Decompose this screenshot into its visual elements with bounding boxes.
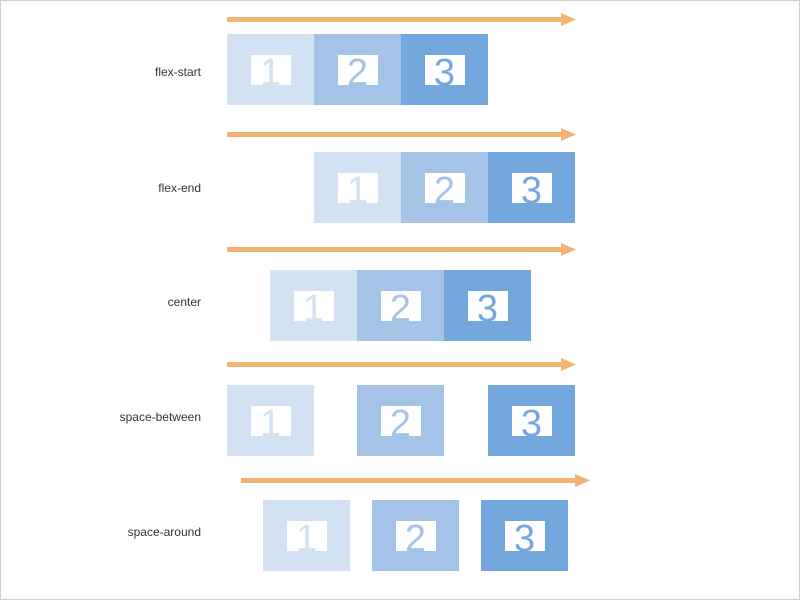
item-number: 1 bbox=[259, 51, 282, 94]
item-number: 3 bbox=[513, 517, 536, 560]
item-plate: 1 bbox=[337, 172, 378, 210]
main-axis-arrow bbox=[241, 474, 591, 488]
item-plate: 1 bbox=[250, 405, 291, 443]
item-plate: 2 bbox=[424, 172, 465, 210]
item-number: 2 bbox=[404, 517, 427, 560]
item-number: 1 bbox=[259, 402, 282, 445]
flex-item-1: 1 bbox=[227, 34, 314, 105]
item-plate: 1 bbox=[250, 54, 291, 92]
row-label: space-between bbox=[119, 410, 201, 424]
row-flex-start: flex-start 1 2 3 bbox=[1, 1, 800, 105]
item-plate: 3 bbox=[511, 172, 552, 210]
flex-item-3: 3 bbox=[488, 385, 575, 456]
item-number: 3 bbox=[433, 51, 456, 94]
row-space-between: space-between 1 2 3 bbox=[1, 346, 800, 456]
flex-item-3: 3 bbox=[488, 152, 575, 223]
flex-item-3: 3 bbox=[444, 270, 531, 341]
item-plate: 2 bbox=[337, 54, 378, 92]
row-center: center 1 2 3 bbox=[1, 231, 800, 341]
flex-item-1: 1 bbox=[270, 270, 357, 341]
item-plate: 3 bbox=[424, 54, 465, 92]
main-axis-arrow bbox=[227, 13, 577, 27]
item-number: 1 bbox=[295, 517, 318, 560]
item-number: 2 bbox=[389, 402, 412, 445]
flex-item-1: 1 bbox=[227, 385, 314, 456]
main-axis-arrow bbox=[227, 128, 577, 142]
row-label: flex-start bbox=[154, 65, 201, 79]
item-number: 2 bbox=[433, 169, 456, 212]
row-label: center bbox=[167, 295, 201, 309]
item-number: 2 bbox=[389, 287, 412, 330]
item-plate: 1 bbox=[293, 290, 334, 328]
flex-item-2: 2 bbox=[401, 152, 488, 223]
item-plate: 2 bbox=[380, 290, 421, 328]
flex-item-2: 2 bbox=[357, 385, 444, 456]
item-plate: 3 bbox=[504, 520, 545, 558]
item-number: 1 bbox=[346, 169, 369, 212]
flex-item-1: 1 bbox=[314, 152, 401, 223]
item-plate: 1 bbox=[286, 520, 327, 558]
row-space-around: space-around 1 2 3 bbox=[1, 461, 800, 571]
item-plate: 3 bbox=[467, 290, 508, 328]
flex-item-3: 3 bbox=[401, 34, 488, 105]
item-number: 3 bbox=[476, 287, 499, 330]
item-number: 1 bbox=[302, 287, 325, 330]
item-plate: 2 bbox=[395, 520, 436, 558]
flex-item-3: 3 bbox=[481, 500, 568, 571]
flex-item-2: 2 bbox=[372, 500, 459, 571]
item-number: 3 bbox=[520, 169, 543, 212]
item-number: 2 bbox=[346, 51, 369, 94]
main-axis-arrow bbox=[227, 358, 577, 372]
main-axis-arrow bbox=[227, 243, 577, 257]
row-label: space-around bbox=[127, 525, 201, 539]
item-plate: 2 bbox=[380, 405, 421, 443]
row-label: flex-end bbox=[158, 181, 201, 195]
item-plate: 3 bbox=[511, 405, 552, 443]
flex-item-1: 1 bbox=[263, 500, 350, 571]
flex-item-2: 2 bbox=[357, 270, 444, 341]
item-number: 3 bbox=[520, 402, 543, 445]
row-flex-end: flex-end 1 2 3 bbox=[1, 116, 800, 223]
flex-item-2: 2 bbox=[314, 34, 401, 105]
